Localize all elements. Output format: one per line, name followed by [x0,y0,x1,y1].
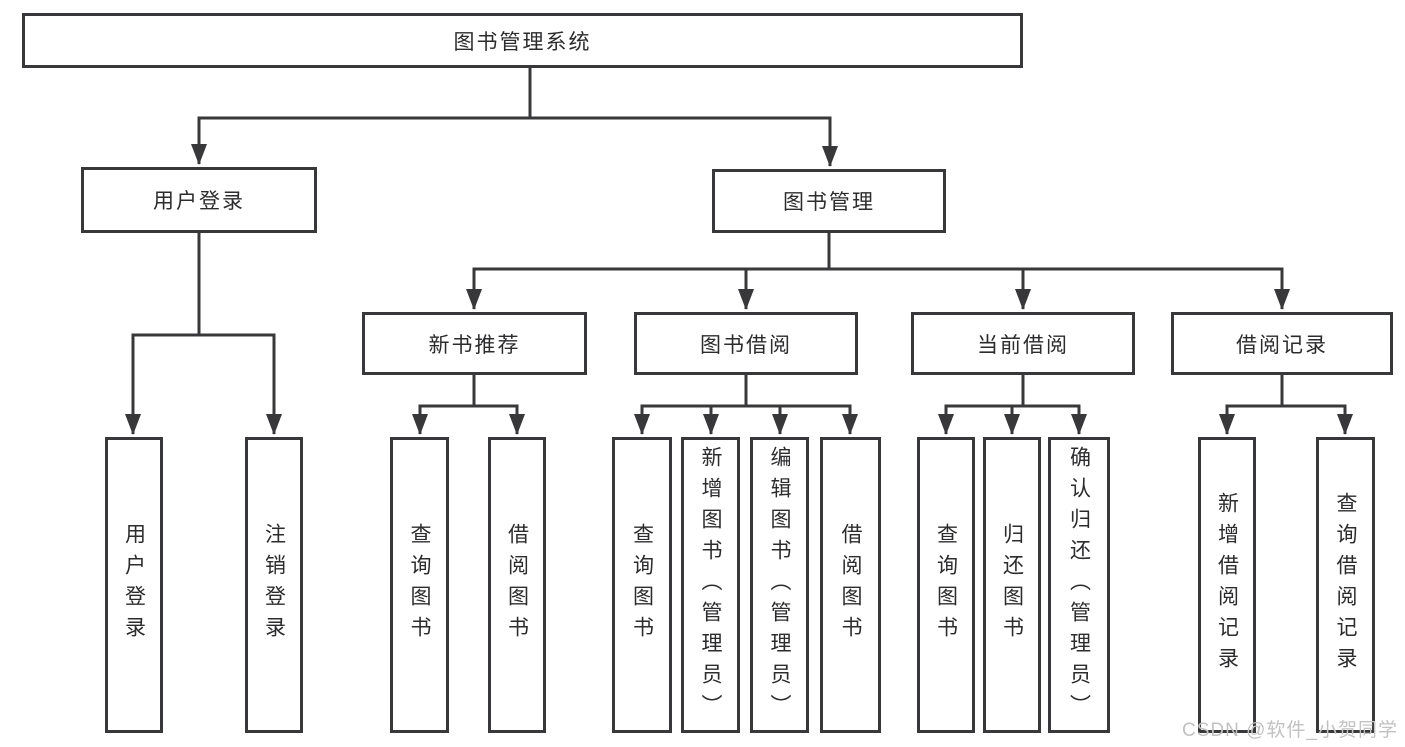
node-new-book-recommend-label: 新书推荐 [428,333,521,357]
node-borrow-records: 借阅记录 [1171,312,1393,375]
leaf-user-login-label: 用户登录 [122,523,146,647]
leaf-borrowrecords-query: 查询借阅记录 [1316,437,1375,733]
leaf-currentborrow-confirm: 确认归还（管理员） [1048,437,1110,733]
leaf-bookborrow-borrow-label: 借阅图书 [839,523,862,647]
leaf-bookborrow-query: 查询图书 [612,437,672,733]
node-user-login-label: 用户登录 [153,190,245,213]
leaf-currentborrow-return: 归还图书 [983,437,1041,733]
leaf-bookborrow-edit-label: 编辑图书（管理员） [768,445,791,725]
leaf-bookborrow-query-label: 查询图书 [630,523,654,647]
leaf-currentborrow-query: 查询图书 [917,437,975,733]
leaf-bookborrow-add: 新增图书（管理员） [681,437,740,733]
leaf-borrowrecords-query-label: 查询借阅记录 [1334,492,1357,678]
node-book-borrow-label: 图书借阅 [700,333,792,357]
node-book-management-label: 图书管理 [783,191,875,214]
leaf-logout: 注销登录 [245,437,303,733]
node-borrow-records-label: 借阅记录 [1236,333,1328,357]
leaf-newbook-borrow-label: 借阅图书 [505,523,529,647]
leaf-bookborrow-edit: 编辑图书（管理员） [750,437,809,733]
leaf-newbook-query-label: 查询图书 [408,523,431,647]
leaf-borrowrecords-add-label: 新增借阅记录 [1215,492,1239,678]
node-user-login: 用户登录 [81,167,317,233]
leaf-currentborrow-return-label: 归还图书 [1000,523,1024,647]
leaf-logout-label: 注销登录 [262,523,286,647]
leaf-bookborrow-borrow: 借阅图书 [820,437,881,733]
leaf-newbook-borrow: 借阅图书 [488,437,546,733]
leaf-currentborrow-confirm-label: 确认归还（管理员） [1067,445,1091,725]
node-current-borrow: 当前借阅 [911,312,1135,375]
node-new-book-recommend: 新书推荐 [362,312,587,375]
leaf-borrowrecords-add: 新增借阅记录 [1198,437,1256,733]
node-root: 图书管理系统 [22,13,1023,68]
node-book-borrow: 图书借阅 [634,312,858,375]
node-book-management: 图书管理 [712,169,946,233]
leaf-bookborrow-add-label: 新增图书（管理员） [699,445,722,725]
leaf-user-login: 用户登录 [105,437,163,733]
leaf-newbook-query: 查询图书 [390,437,449,733]
leaf-currentborrow-query-label: 查询图书 [934,523,958,647]
node-root-label: 图书管理系统 [453,30,592,54]
node-current-borrow-label: 当前借阅 [977,333,1069,357]
csdn-watermark: CSDN @软件_小贺同学 [1182,720,1398,741]
